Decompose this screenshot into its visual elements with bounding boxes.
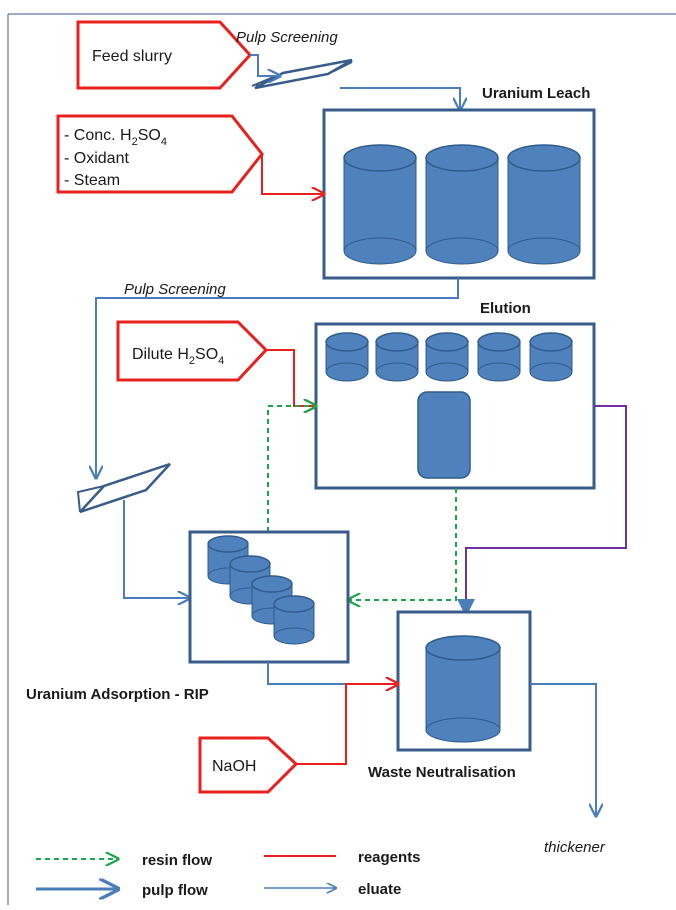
dilute-acid-arrow <box>266 349 316 406</box>
pulp-screen-2-edge <box>76 485 105 513</box>
thickener-label: thickener <box>544 839 606 856</box>
waste-tank <box>425 635 501 743</box>
pulp-screen-2 <box>79 462 171 514</box>
legend: resin flow pulp flow reagents eluate <box>36 849 421 899</box>
screen-to-leach-arrow <box>340 87 460 110</box>
legend-pulp-flow: pulp flow <box>142 882 208 899</box>
leach-reagents-tag: - Conc. H2SO4 - Oxidant - Steam <box>56 114 264 194</box>
rip-tank-4 <box>273 595 315 645</box>
dilute-acid-tag: Dilute H2SO4 <box>116 320 269 382</box>
feed-slurry-tag: Feed slurry <box>76 20 253 90</box>
pulp-screening-label-2: Pulp Screening <box>124 281 226 298</box>
leach-reagent-oxidant: - Oxidant <box>64 150 129 167</box>
pulp-screen-1-body <box>254 58 353 90</box>
naoh-tag: NaOH <box>198 736 299 794</box>
uranium-leach-label: Uranium Leach <box>482 85 590 102</box>
naoh-label: NaOH <box>212 758 256 775</box>
leach-tank-3 <box>507 144 581 265</box>
uranium-adsorption-label: Uranium Adsorption - RIP <box>26 686 209 703</box>
elution-tank-5 <box>529 332 573 382</box>
screen2-to-rip-arrow <box>123 500 190 598</box>
legend-reagents: reagents <box>358 849 421 866</box>
rip-to-waste-arrow <box>267 662 398 684</box>
elution-tank-2 <box>375 332 419 382</box>
feed-slurry-label: Feed slurry <box>92 48 172 65</box>
elution-tank-1 <box>325 332 369 382</box>
leach-reagent-steam: - Steam <box>64 172 120 189</box>
elution-label: Elution <box>480 300 531 317</box>
leach-tank-1 <box>343 144 417 265</box>
legend-resin-flow: resin flow <box>142 852 212 869</box>
leach-reagents-arrow <box>261 154 324 194</box>
feed-to-screen-arrow <box>250 54 280 76</box>
resin-flow-elution-to-rip <box>348 488 457 600</box>
naoh-arrow <box>296 684 398 765</box>
rip-tanks <box>207 535 315 645</box>
elution-columns <box>325 332 573 479</box>
elution-tank-4 <box>477 332 521 382</box>
leach-to-screen2-arrow <box>96 278 459 478</box>
legend-eluate: eluate <box>358 881 401 898</box>
dilute-acid-label: Dilute H2SO4 <box>132 346 224 367</box>
waste-to-thickener-arrow <box>530 683 596 816</box>
waste-neutralisation-label: Waste Neutralisation <box>368 764 516 781</box>
resin-flow-rip-to-elution <box>267 406 316 532</box>
leach-reagent-acid: - Conc. H2SO4 <box>64 127 167 148</box>
pulp-screening-label-1: Pulp Screening <box>236 29 338 46</box>
leach-tank-2 <box>425 144 499 265</box>
eluate-to-waste-arrow <box>457 405 627 617</box>
elution-column <box>417 391 471 479</box>
elution-tank-3 <box>425 332 469 382</box>
